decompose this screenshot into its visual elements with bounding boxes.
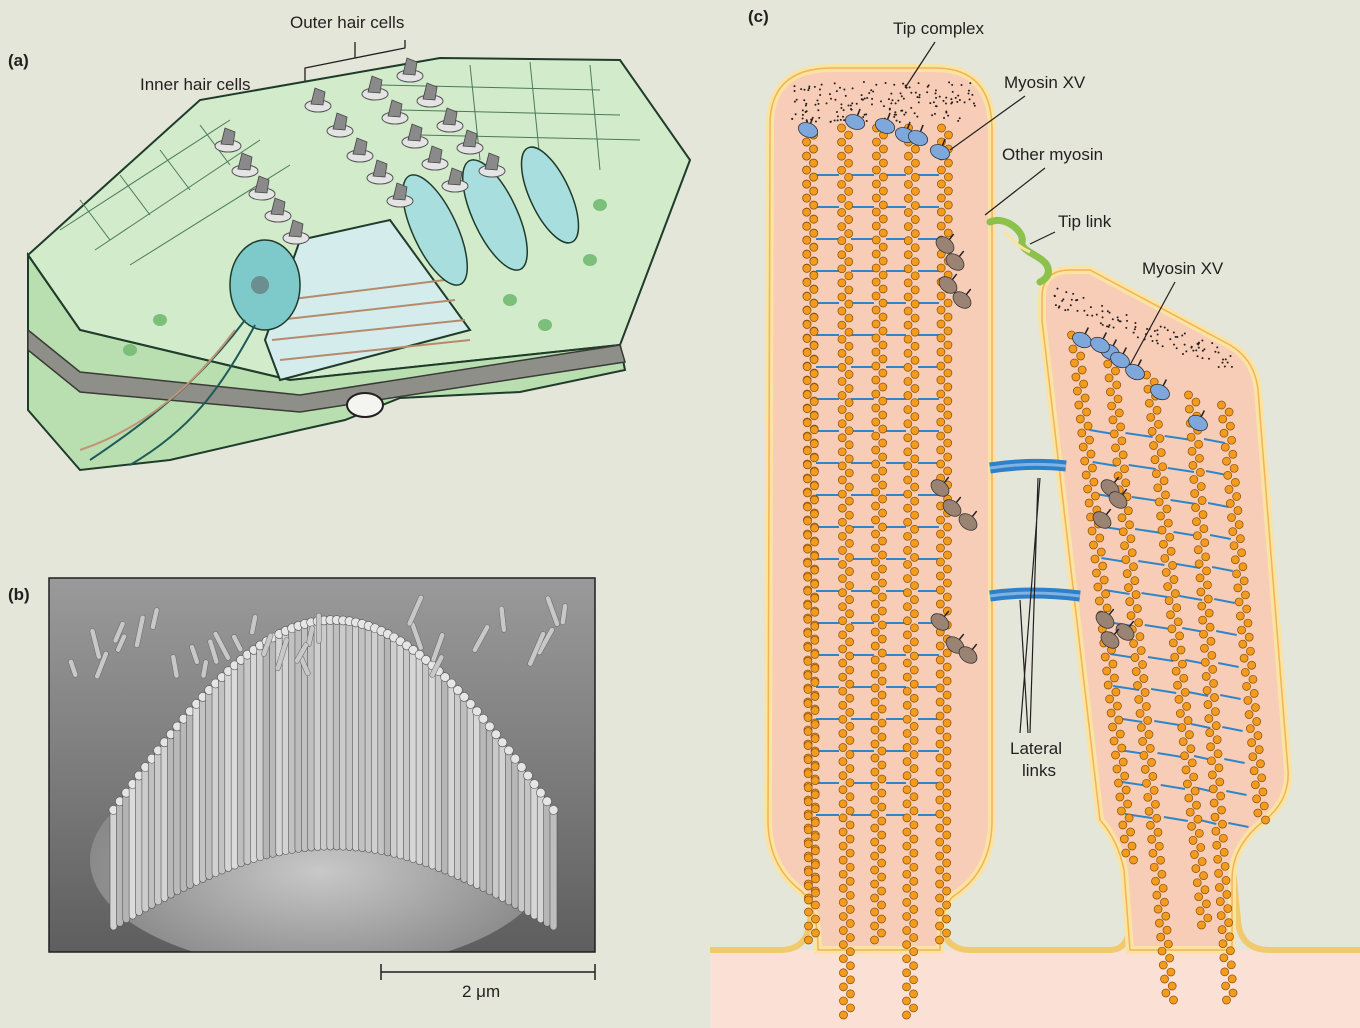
outer-hair-cells-label: Outer hair cells [290,13,404,32]
inner-hair-cell-nucleus [251,276,269,294]
panel-c-letter: (c) [748,7,769,26]
panel-b-micrograph: (b) 2 μm [8,578,595,1001]
myosin-xv-label-right: Myosin XV [1142,259,1224,278]
lateral-links-label-line1: Lateral [1010,739,1062,758]
tip-complex-label: Tip complex [893,19,985,38]
inner-hair-cells-label: Inner hair cells [140,75,251,94]
panel-b-letter: (b) [8,585,30,604]
spiral-vessel [347,393,383,417]
tip-link-label: Tip link [1058,212,1112,231]
scale-bar-label: 2 μm [462,982,500,1001]
panel-a-organ-of-corti: (a) Outer hair cells Inner hair cells [8,13,690,470]
panel-a-letter: (a) [8,51,29,70]
other-myosin-label: Other myosin [1002,145,1103,164]
tip-link [990,220,1048,282]
panel-c-stereocilia-schematic: (c) Tip complex Myosin XV Other myosin T… [710,7,1360,1028]
apical-cell-surface [710,950,1360,1028]
myosin-xv-label-left: Myosin XV [1004,73,1086,92]
lateral-links-label-line2: links [1022,761,1056,780]
scale-bar: 2 μm [381,964,595,1001]
